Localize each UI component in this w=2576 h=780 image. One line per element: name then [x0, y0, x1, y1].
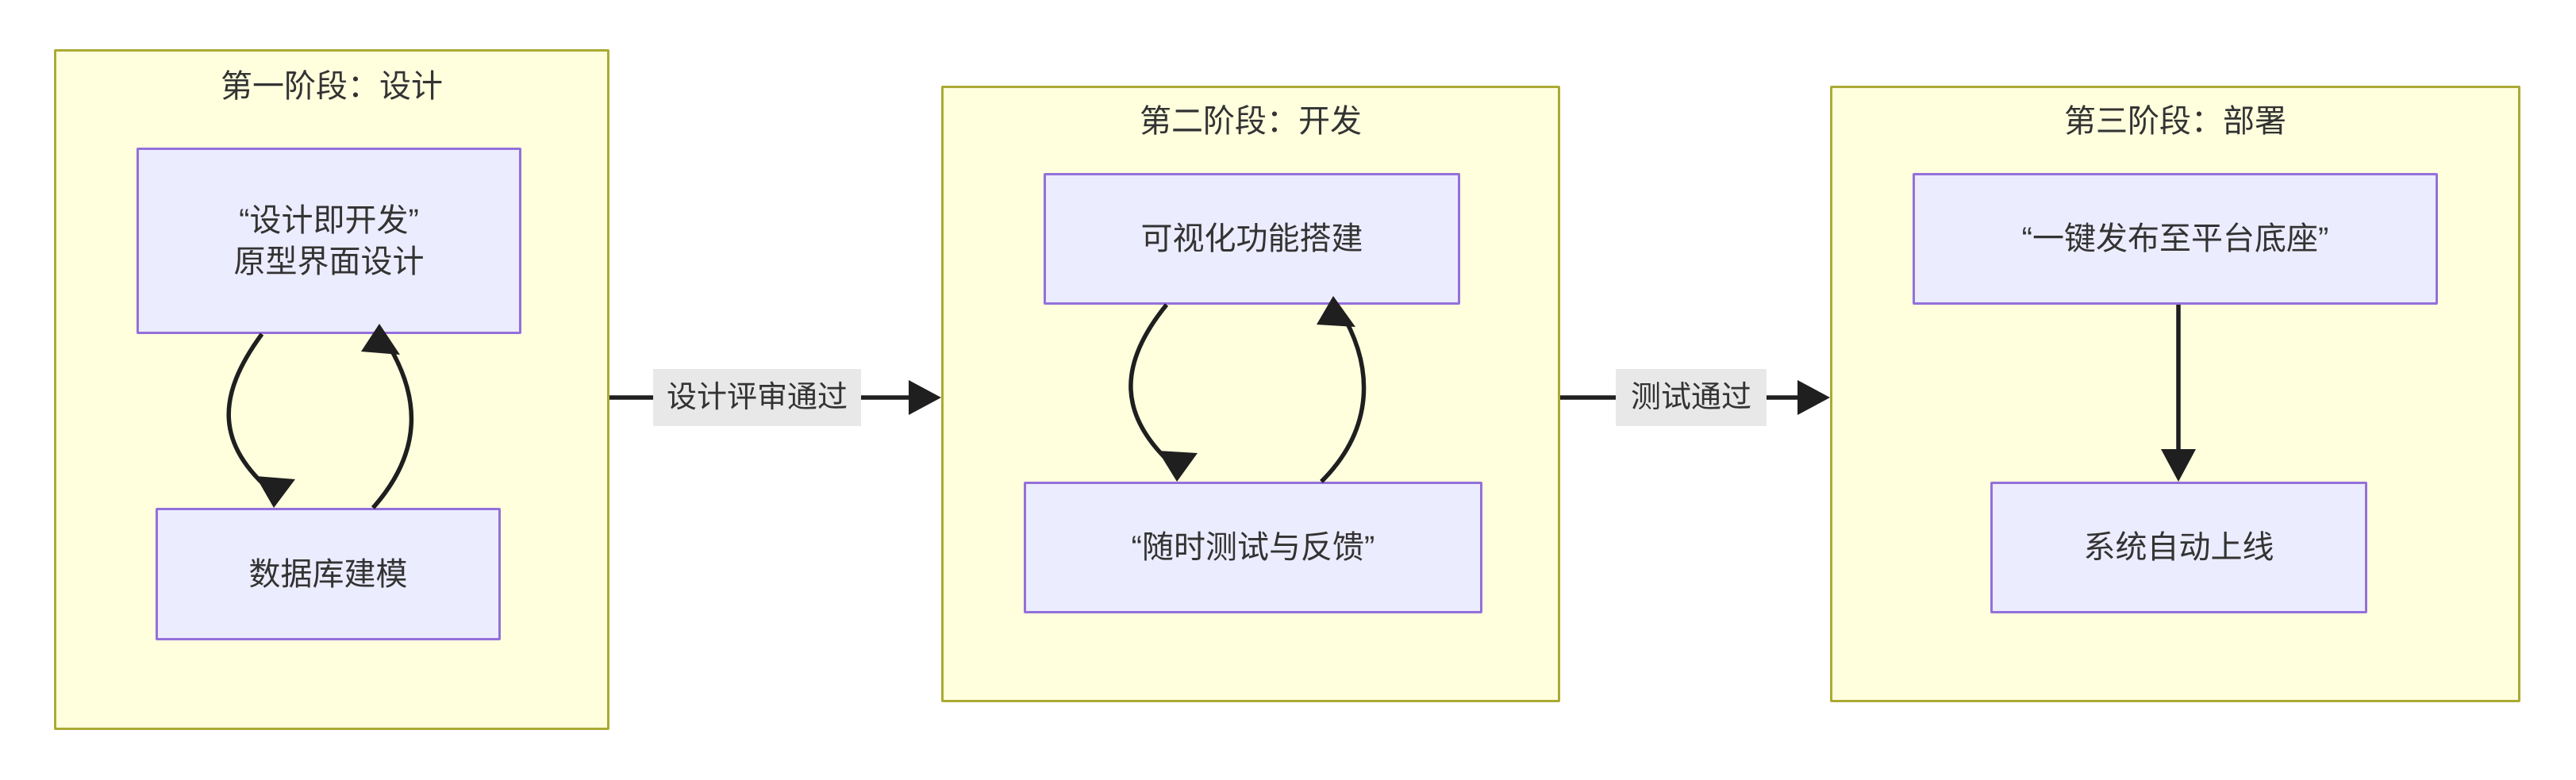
node-visual-build[interactable]: 可视化功能搭建	[1044, 173, 1460, 305]
node-db-modeling-line-1: 数据库建模	[248, 556, 408, 592]
node-one-click-publish-line-1: “一键发布至平台底座”	[2021, 221, 2329, 256]
node-test-feedback[interactable]: “随时测试与反馈”	[1024, 482, 1482, 613]
edge-label-test-passed: 测试通过	[1616, 369, 1767, 426]
node-design-as-dev-line-1: “设计即开发”	[239, 202, 419, 238]
edge-label-design-review-passed: 设计评审通过	[653, 369, 861, 426]
node-one-click-publish[interactable]: “一键发布至平台底座”	[1913, 173, 2438, 305]
cluster-phase-1-title: 第一阶段：设计	[221, 69, 443, 104]
node-auto-online[interactable]: 系统自动上线	[1990, 482, 2367, 613]
node-design-as-dev-line-2: 原型界面设计	[233, 244, 425, 279]
node-design-as-dev[interactable]: “设计即开发” 原型界面设计	[136, 148, 521, 334]
node-test-feedback-line-1: “随时测试与反馈”	[1131, 530, 1375, 565]
node-visual-build-line-1: 可视化功能搭建	[1140, 221, 1363, 256]
cluster-phase-3-title: 第三阶段：部署	[2064, 104, 2286, 139]
node-auto-online-line-1: 系统自动上线	[2083, 530, 2274, 565]
cluster-phase-2-title: 第二阶段：开发	[1140, 104, 1362, 139]
node-db-modeling[interactable]: 数据库建模	[156, 508, 501, 640]
